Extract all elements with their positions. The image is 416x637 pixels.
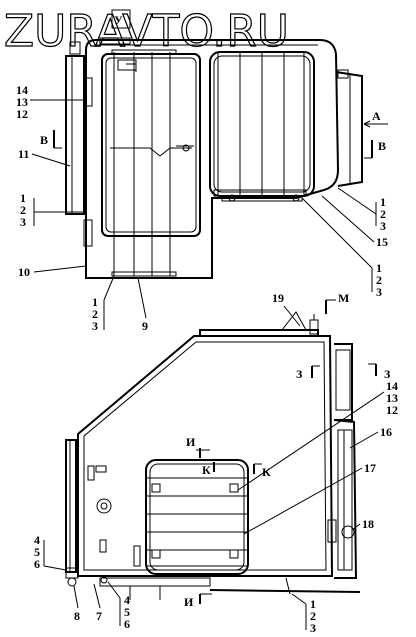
callout-l3d: 3 xyxy=(376,285,382,299)
callout-l1c: 1 xyxy=(380,195,386,209)
cab-base xyxy=(65,567,361,600)
callout-l19: 19 xyxy=(272,291,284,305)
view-marker-z-right: З xyxy=(368,363,390,381)
callout-l8: 8 xyxy=(74,609,80,623)
callout-k2: К xyxy=(262,465,271,479)
callout-l13b: 13 xyxy=(386,391,398,405)
callout-l11: 11 xyxy=(18,147,29,161)
watermark: ZURAVTO.RU xyxy=(4,6,289,57)
view-marker-k-left: К xyxy=(202,462,215,477)
mirror-assembly xyxy=(65,41,93,247)
callout-l5: 5 xyxy=(34,545,40,559)
callout-l6b: 6 xyxy=(124,617,130,631)
callout-a: А xyxy=(372,109,381,123)
callout-l15: 15 xyxy=(376,235,388,249)
callout-l4: 4 xyxy=(34,533,40,547)
callout-z2: З xyxy=(384,367,390,381)
callout-k1: К xyxy=(202,463,211,477)
callout-l2a: 2 xyxy=(20,203,26,217)
callout-u: У xyxy=(114,13,123,27)
door-window xyxy=(101,49,201,277)
view-marker-z-left: З xyxy=(296,365,320,381)
callout-l9: 9 xyxy=(142,319,148,333)
callout-l3b: 3 xyxy=(92,319,98,333)
callout-z1: З xyxy=(296,367,302,381)
callout-l1e: 1 xyxy=(310,597,316,611)
callout-l2d: 2 xyxy=(376,273,382,287)
callout-l2e: 2 xyxy=(310,609,316,623)
callout-l7: 7 xyxy=(96,609,102,623)
view-arrow-a: А xyxy=(363,109,388,128)
callout-l1d: 1 xyxy=(376,261,382,275)
cab-profile-outline xyxy=(77,335,334,577)
callout-l3a: 3 xyxy=(20,215,26,229)
callout-l18: 18 xyxy=(362,517,374,531)
cab-side-view: У А В В 14 13 12 11 1 2 3 xyxy=(16,9,388,333)
view-marker-v-left: В xyxy=(40,130,62,149)
callout-l4b: 4 xyxy=(124,593,130,607)
view-marker-k-right: К xyxy=(253,463,271,479)
callout-l2b: 2 xyxy=(92,307,98,321)
cab-body-outline xyxy=(85,39,340,279)
callout-i2: И xyxy=(184,595,194,609)
rear-panel xyxy=(335,69,363,187)
side-window xyxy=(209,51,315,202)
view-marker-v-right: В xyxy=(364,139,386,159)
callout-l3c: 3 xyxy=(380,219,386,233)
callout-l3e: 3 xyxy=(310,621,316,635)
callout-l14b: 14 xyxy=(386,379,398,393)
callout-v2: В xyxy=(40,133,48,147)
callout-i1: И xyxy=(186,435,196,449)
callout-v1: В xyxy=(378,139,386,153)
callout-l12: 12 xyxy=(16,107,28,121)
callout-l5b: 5 xyxy=(124,605,130,619)
view-marker-m: М xyxy=(325,291,349,314)
callout-l16: 16 xyxy=(380,425,392,439)
profile-window xyxy=(145,459,249,575)
view-marker-i-bottom: И xyxy=(184,593,212,609)
callout-l13: 13 xyxy=(16,95,28,109)
callout-l14: 14 xyxy=(16,83,28,97)
callout-l6: 6 xyxy=(34,557,40,571)
callout-l1a: 1 xyxy=(20,191,26,205)
callout-l2c: 2 xyxy=(380,207,386,221)
front-bars xyxy=(65,439,141,573)
cab-profile-view: М З З И И К xyxy=(34,291,398,635)
callout-m: М xyxy=(338,291,349,305)
view-marker-u: У xyxy=(111,9,131,29)
view-marker-i-top: И xyxy=(186,435,210,458)
callout-l12b: 12 xyxy=(386,403,398,417)
callout-l17: 17 xyxy=(364,461,376,475)
callout-l10: 10 xyxy=(18,265,30,279)
callout-l1b: 1 xyxy=(92,295,98,309)
